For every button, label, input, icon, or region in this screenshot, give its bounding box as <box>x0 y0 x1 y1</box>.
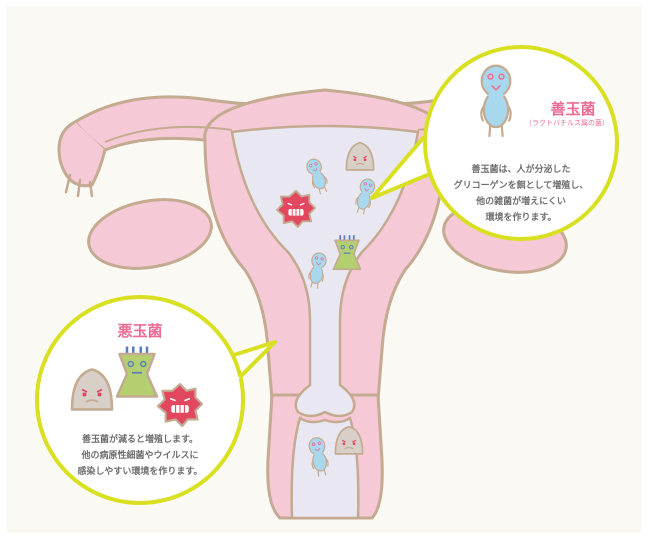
good-description-line: 環境を作ります。 <box>446 210 596 226</box>
good-bacteria-subtitle: （ラクトバチルス属の菌） <box>508 118 626 128</box>
bad-description-line: 他の病原性細菌やウイルスに <box>60 448 220 464</box>
bad-description-line: 善玉菌が減ると増殖します。 <box>60 432 220 448</box>
good-description-line: グリコーゲンを餌として増殖し、 <box>446 178 596 194</box>
bad-bacteria-description: 善玉菌が減ると増殖します。 他の病原性細菌やウイルスに 感染しやすい環境を作りま… <box>60 432 220 480</box>
good-description-line: 善玉菌は、人が分泌した <box>446 162 596 178</box>
red-bacterium-icon <box>277 191 315 227</box>
good-description-line: 他の雑菌が増えにくい <box>446 194 596 210</box>
good-bacteria-description: 善玉菌は、人が分泌した グリコーゲンを餌として増殖し、 他の雑菌が増えにくい 環… <box>446 162 596 226</box>
good-bacteria-title: 善玉菌 <box>538 98 608 119</box>
bad-bacteria-title: 悪玉菌 <box>100 320 180 341</box>
red-bacterium-icon <box>158 384 202 426</box>
bad-description-line: 感染しやすい環境を作ります。 <box>60 464 220 480</box>
